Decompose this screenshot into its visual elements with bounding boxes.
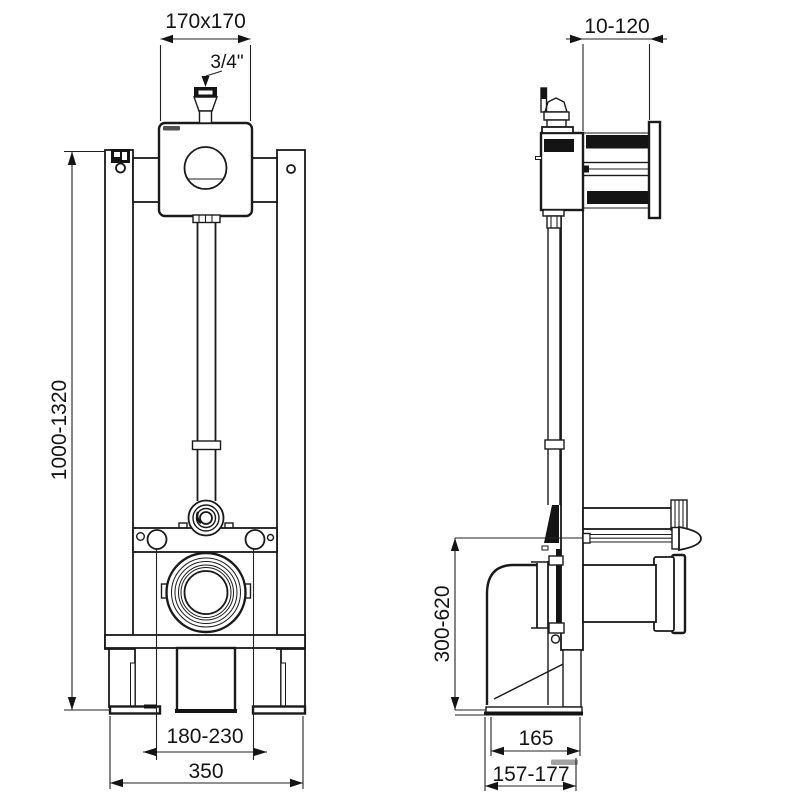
flush-plate-circle [183,146,228,190]
fitting-shadow [196,511,202,524]
pipe-elbow-entry [544,505,559,543]
fixing-tab [541,545,549,551]
arrowhead [253,747,267,757]
arrowhead [491,746,504,756]
connector-body [582,564,657,623]
dim-wall-offset-label: 10-120 [584,15,649,38]
flush-elbow-fitting [187,499,225,537]
outlet-ring [171,557,241,628]
dim-height-label: 1000-1320 [48,380,71,480]
dim-outlet-height-label: 300-620 [431,585,454,662]
front-lower-crossbar [104,634,306,649]
dim-pan-fixing-label: 180-230 [166,725,243,748]
arrowhead [567,746,580,756]
valve-body [543,111,570,121]
side-pipe-coupling [544,439,565,450]
cistern-front [157,121,254,218]
shutoff-valve [546,215,562,229]
fixing-bolt [550,634,561,644]
pan-fixing-hole-right [244,529,266,550]
threaded-rod-bottom [587,191,648,204]
arrowhead [290,778,303,788]
arrowhead [67,151,77,165]
wall-plate [647,120,662,220]
arrowhead [450,538,460,551]
arrowhead-down [201,76,210,87]
gasket-strip [556,549,562,629]
rod-anchor [582,532,591,544]
foot-slot-left [130,662,136,709]
valve-step [546,119,567,128]
clip-right [266,533,275,542]
pipe-coupling [191,440,222,451]
pan-rod-upper [582,507,673,530]
cistern-side-band [544,139,574,152]
threaded-rod-top [586,135,648,149]
arrowhead [238,34,251,44]
front-right-rail [276,149,306,650]
valve-base [541,126,574,134]
fixing-nut-lower [548,622,565,634]
dimensions: 170x170 3/4" 10-120 1000-1320 300-620 18 [48,10,667,791]
inlet-slot [198,90,213,95]
leader-line [205,70,223,77]
rod-nut [584,165,589,173]
drain-duct [175,646,237,713]
arrowhead [67,697,77,710]
cap-nut-dome [678,525,702,552]
dim-cistern-label: 170x170 [165,10,246,33]
shutoff-flange [542,209,565,217]
wall-bracket-fixture [111,149,130,163]
fitting-ring [199,511,213,525]
outlet-ring [180,567,232,618]
fitting-ring [192,504,220,532]
dim-inlet-label: 3/4" [210,52,243,73]
arrowhead [160,34,173,44]
front-view [104,87,307,715]
dim-base-label: 165 [518,727,553,750]
foot-slot-right [280,662,286,709]
valve-dome [544,97,568,113]
inlet-funnel [193,96,218,112]
waste-elbow [485,563,537,705]
brand-mark [163,126,180,131]
arrowhead [650,34,663,44]
pipe-collar [192,214,221,224]
connector-collar [653,556,675,632]
rail-hole [286,164,296,174]
dim-depth-label: 157-177 [492,763,569,786]
arrowhead [110,778,123,788]
front-left-rail [104,149,134,650]
arrowhead [143,747,157,757]
clip-left [135,532,145,542]
arrowhead [485,781,498,791]
side-foot [562,649,582,708]
fixture-detail [122,152,127,160]
inlet-stem [198,110,213,124]
arrowhead [450,697,460,710]
side-view [455,87,702,765]
cistern-tab [535,156,542,160]
pan-fixing-hole-left [146,529,168,550]
fixing-nut-upper [548,555,564,566]
valve-lever-tip [541,88,547,99]
plate-screw [144,704,157,709]
bracket-hole [115,162,126,174]
dim-width-label: 350 [188,760,223,783]
outlet-ring [174,561,238,624]
fixture-detail [114,152,120,157]
outlet-ring [178,564,234,621]
base-plate-right [251,705,307,715]
arrowhead [570,34,583,44]
arrowhead [563,781,576,791]
outlet-bore [183,570,229,615]
brand-mark-small [551,759,578,765]
